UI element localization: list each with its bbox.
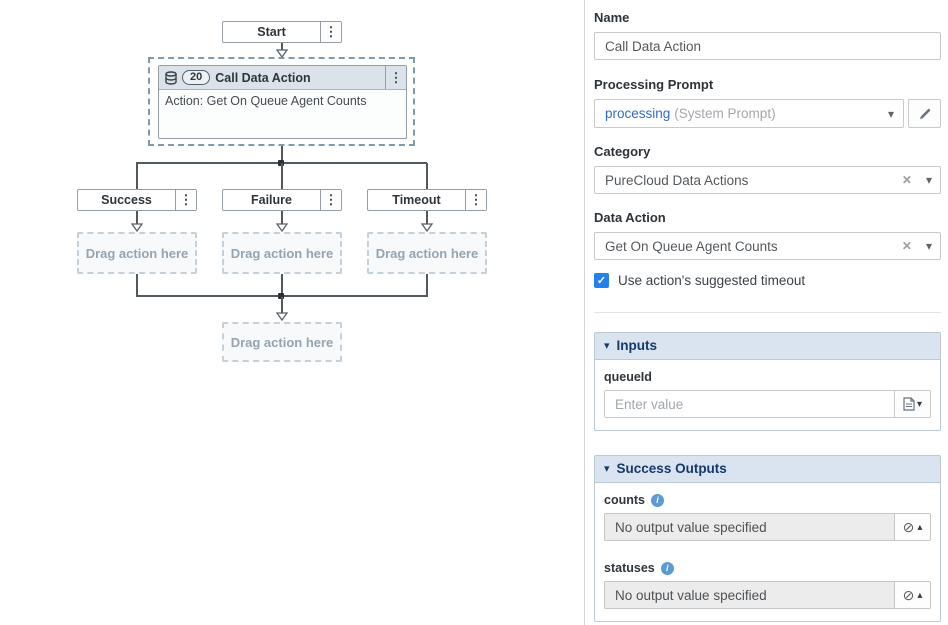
connector-line	[281, 163, 283, 189]
success-outputs-section: ▾ Success Outputs counts i No output val…	[594, 455, 941, 622]
prompt-value: processing	[605, 106, 671, 121]
edit-prompt-button[interactable]	[908, 99, 941, 128]
queueid-label: queueId	[604, 370, 652, 384]
selection-outline	[148, 57, 415, 146]
connector-line	[281, 211, 283, 224]
queueid-input-group: ▾	[604, 390, 931, 418]
branch-node-success[interactable]: Success ⋮	[77, 189, 197, 211]
chevron-down-icon[interactable]: ▾	[925, 239, 932, 253]
branch-node-failure[interactable]: Failure ⋮	[222, 189, 342, 211]
chevron-down-icon[interactable]: ▾	[887, 106, 894, 121]
statuses-output-value: No output value specified	[605, 582, 894, 608]
counts-label: counts	[604, 493, 645, 507]
name-input[interactable]	[594, 32, 941, 60]
connector-line	[426, 274, 428, 297]
clear-icon[interactable]: ✕	[901, 173, 912, 187]
branch-menu-icon[interactable]: ⋮	[320, 190, 341, 210]
properties-panel: Name Processing Prompt processing (Syste…	[584, 0, 948, 625]
data-action-select[interactable]: Get On Queue Agent Counts ✕ ▾	[594, 232, 941, 260]
counts-output-field[interactable]: No output value specified ⊘ ▴	[604, 513, 931, 541]
connector-line	[136, 163, 138, 189]
chevron-down-icon[interactable]: ▾	[916, 398, 923, 410]
collapse-caret-icon[interactable]: ▾	[604, 340, 610, 352]
start-node-menu-icon[interactable]: ⋮	[320, 22, 341, 42]
connector-line	[426, 211, 428, 224]
info-icon[interactable]: i	[650, 493, 664, 507]
drop-zone-timeout[interactable]: Drag action here	[367, 232, 487, 274]
inputs-section: ▾ Inputs queueId ▾	[594, 332, 941, 431]
success-outputs-section-header[interactable]: ▾ Success Outputs	[595, 456, 940, 483]
action-node-title: Call Data Action	[215, 70, 311, 85]
connector-line	[281, 146, 283, 164]
action-node-header: 20 Call Data Action ⋮	[159, 66, 406, 90]
arrowhead-icon	[131, 223, 143, 232]
output-mode-toggle[interactable]: ⊘ ▴	[894, 582, 930, 608]
statuses-output-field[interactable]: No output value specified ⊘ ▴	[604, 581, 931, 609]
branch-menu-icon[interactable]: ⋮	[465, 190, 486, 210]
chevron-up-icon[interactable]: ▴	[917, 521, 923, 533]
step-number-badge: 20	[182, 70, 211, 85]
pencil-icon	[919, 108, 930, 119]
branch-menu-icon[interactable]: ⋮	[175, 190, 196, 210]
connector-line	[136, 211, 138, 224]
prompt-type-suffix: (System Prompt)	[674, 106, 776, 121]
clear-icon[interactable]: ✕	[901, 239, 912, 253]
use-suggested-timeout-checkbox[interactable]: ✓	[594, 273, 609, 288]
arrowhead-icon	[276, 223, 288, 232]
output-mode-toggle[interactable]: ⊘ ▴	[894, 514, 930, 540]
category-select[interactable]: PureCloud Data Actions ✕ ▾	[594, 166, 941, 194]
name-label: Name	[594, 10, 630, 25]
processing-prompt-label: Processing Prompt	[594, 77, 714, 92]
start-node-label: Start	[257, 25, 286, 39]
statuses-label: statuses	[604, 561, 655, 575]
branch-node-timeout[interactable]: Timeout ⋮	[367, 189, 487, 211]
drop-zone-merge[interactable]: Drag action here	[222, 322, 342, 362]
connector-line	[281, 274, 283, 297]
chevron-up-icon[interactable]: ▴	[917, 589, 923, 601]
use-suggested-timeout-label: Use action's suggested timeout	[618, 273, 806, 288]
arrowhead-icon	[421, 223, 433, 232]
data-action-label: Data Action	[594, 210, 666, 225]
call-data-action-node[interactable]: 20 Call Data Action ⋮ Action: Get On Que…	[158, 65, 407, 139]
drop-zone-failure[interactable]: Drag action here	[222, 232, 342, 274]
branch-label: Failure	[251, 193, 292, 207]
no-value-icon: ⊘	[902, 519, 915, 535]
category-value: PureCloud Data Actions	[605, 172, 749, 188]
action-node-menu-icon[interactable]: ⋮	[385, 66, 406, 89]
branch-label: Timeout	[392, 193, 441, 207]
counts-output-value: No output value specified	[605, 514, 894, 540]
queueid-input[interactable]	[605, 391, 894, 417]
branch-label: Success	[101, 193, 152, 207]
divider	[594, 312, 941, 313]
collapse-caret-icon[interactable]: ▾	[604, 463, 610, 475]
start-node[interactable]: Start ⋮	[222, 21, 342, 43]
arrowhead-icon	[276, 312, 288, 321]
processing-prompt-select[interactable]: processing (System Prompt) ▾	[594, 99, 904, 128]
chevron-down-icon[interactable]: ▾	[925, 173, 932, 187]
drop-zone-success[interactable]: Drag action here	[77, 232, 197, 274]
connector-junction	[278, 293, 284, 299]
literal-mode-icon	[903, 397, 915, 411]
expression-mode-toggle[interactable]: ▾	[894, 391, 930, 417]
success-outputs-section-title: Success Outputs	[616, 461, 727, 476]
category-label: Category	[594, 144, 651, 159]
connector-line	[281, 43, 283, 51]
data-action-value: Get On Queue Agent Counts	[605, 238, 778, 254]
connector-line	[281, 297, 283, 313]
arrowhead-icon	[276, 49, 288, 58]
database-icon	[164, 70, 178, 85]
inputs-section-title: Inputs	[616, 338, 658, 353]
action-node-description: Action: Get On Queue Agent Counts	[165, 94, 367, 108]
connector-line	[426, 163, 428, 189]
no-value-icon: ⊘	[902, 587, 915, 603]
connector-line	[136, 274, 138, 297]
inputs-section-header[interactable]: ▾ Inputs	[595, 333, 940, 360]
flow-canvas[interactable]: Start ⋮ 20 Call Data Action ⋮ Action: Ge…	[0, 0, 584, 625]
info-icon[interactable]: i	[660, 561, 674, 575]
